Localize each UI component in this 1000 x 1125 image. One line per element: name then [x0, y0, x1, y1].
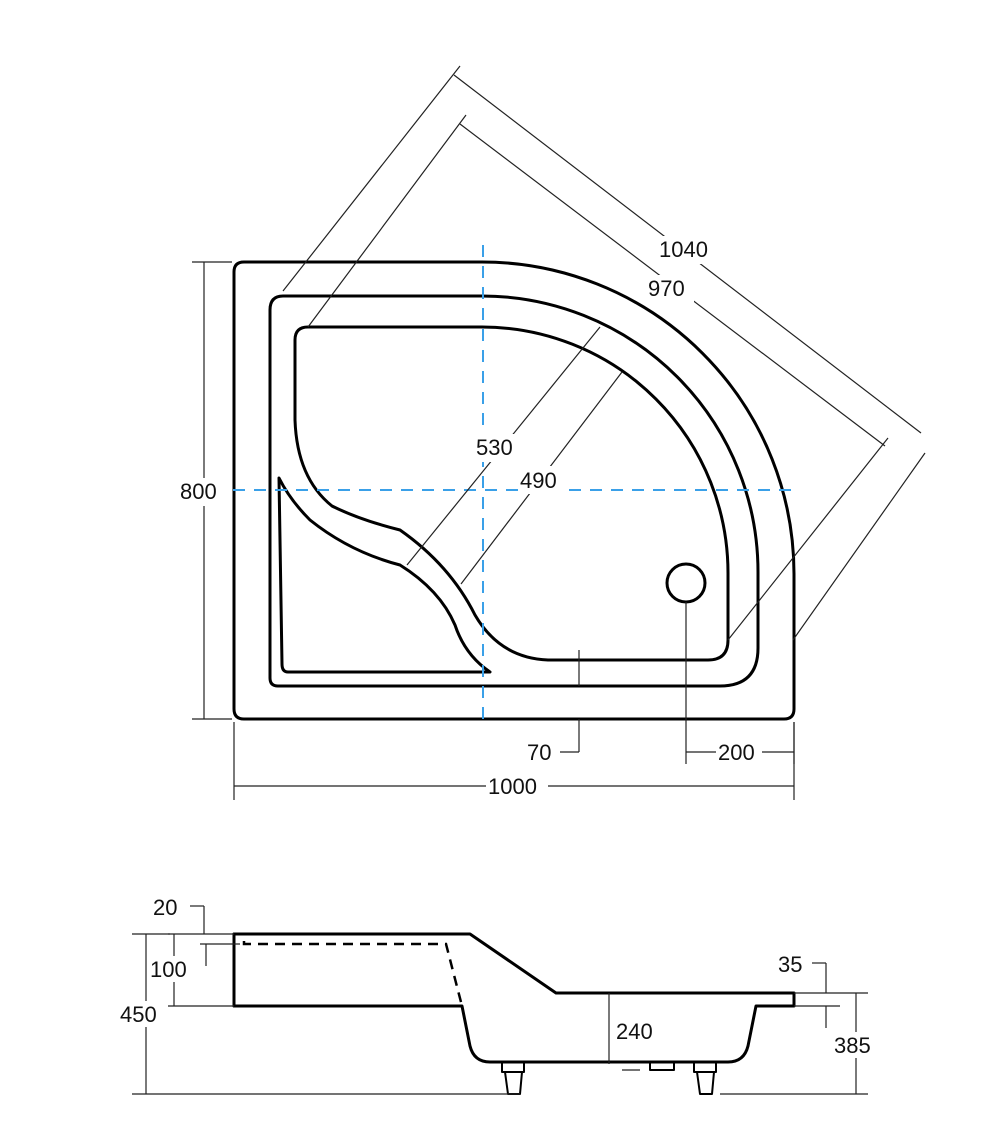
dimension-diagonal-outer: 1040 [282, 65, 926, 641]
dimension-drain-offset: 200 [685, 602, 795, 766]
drain-icon [665, 562, 707, 604]
dimension-floor-385: 385 [720, 992, 880, 1095]
side-view: 20 100 450 35 [118, 895, 880, 1095]
dimension-rim-35: 35 [778, 952, 840, 1028]
dim-100-label: 100 [150, 957, 187, 982]
dim-385-label: 385 [834, 1033, 871, 1058]
tray-side-profile [232, 932, 796, 1064]
dim-450-label: 450 [120, 1002, 157, 1027]
dim-35-label: 35 [778, 952, 802, 977]
dimension-530: 530 [406, 326, 601, 566]
dim-800-label: 800 [180, 479, 217, 504]
tray-outer-outline [232, 260, 796, 721]
seat-outline [277, 476, 492, 674]
dimension-width: 1000 [233, 722, 795, 800]
tray-rim-outline [268, 294, 760, 688]
dimension-490: 490 [460, 371, 623, 585]
dim-70-label: 70 [527, 740, 551, 765]
dimension-70: 70 [527, 650, 580, 765]
tray-legs [501, 1061, 717, 1095]
dimension-total-height: 450 [118, 933, 520, 1095]
dimension-rim-20: 20 [153, 895, 205, 934]
dim-970-label: 970 [648, 276, 685, 301]
dim-20-label: 20 [153, 895, 177, 920]
dimension-basin-240: 240 [608, 993, 662, 1071]
dim-490-label: 490 [520, 468, 557, 493]
dim-200-label: 200 [718, 740, 755, 765]
dim-530-label: 530 [476, 435, 513, 460]
dim-1040-label: 1040 [659, 237, 708, 262]
dim-1000-label: 1000 [488, 774, 537, 799]
plan-view: 1040 970 530 490 800 [178, 65, 926, 800]
dimension-height: 800 [178, 261, 232, 720]
dimension-diagonal-inner: 970 [307, 114, 889, 641]
hidden-seat-line [242, 941, 464, 1007]
basin-inner-outline [293, 325, 730, 662]
dimension-seat-100: 100 [148, 933, 240, 1007]
dim-240-label: 240 [616, 1019, 653, 1044]
